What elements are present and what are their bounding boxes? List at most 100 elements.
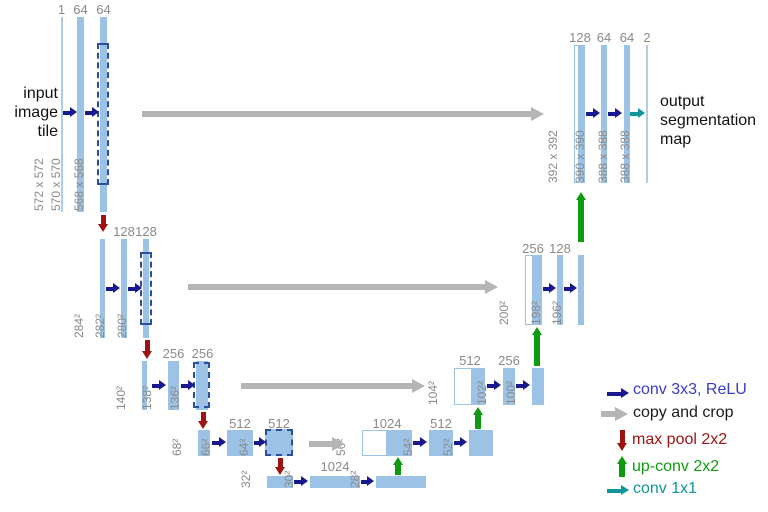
feature-map-bar bbox=[267, 476, 293, 488]
feature-map-bar bbox=[100, 239, 105, 338]
channel-count-label: 128 bbox=[135, 224, 157, 239]
channel-count-label: 128 bbox=[113, 224, 135, 239]
channel-count-label: 64 bbox=[96, 2, 111, 17]
feature-size-label: 66² bbox=[199, 438, 213, 456]
feature-size-label: 100² bbox=[504, 380, 518, 405]
feature-map-bar bbox=[557, 255, 563, 325]
conv3x3-arrow-icon bbox=[294, 476, 308, 487]
channel-count-label: 64 bbox=[619, 30, 635, 45]
feature-size-label: 390 x 390 bbox=[573, 130, 587, 183]
up-conv-arrow-icon bbox=[392, 457, 404, 475]
input-tile-line1: input bbox=[23, 85, 58, 102]
legend-item-label: copy and crop bbox=[633, 404, 734, 421]
feature-map-bar bbox=[310, 476, 360, 488]
copied-feature-box bbox=[454, 368, 472, 405]
copy-crop-arrow-icon bbox=[188, 280, 498, 294]
feature-size-label: 28² bbox=[348, 470, 362, 488]
feature-map-bar bbox=[61, 17, 63, 212]
legend-item-label: max pool 2x2 bbox=[632, 431, 728, 448]
conv3x3-arrow-icon bbox=[152, 380, 166, 391]
feature-size-label: 52² bbox=[441, 438, 455, 456]
feature-size-label: 392 x 392 bbox=[546, 130, 560, 183]
channel-count-label: 64 bbox=[73, 2, 88, 17]
channel-count-label: 1024 bbox=[320, 459, 350, 474]
feature-size-label: 284² bbox=[72, 313, 86, 338]
feature-size-label: 196² bbox=[550, 300, 564, 325]
feature-size-label: 570 x 570 bbox=[49, 158, 63, 211]
feature-map-bar bbox=[121, 239, 127, 338]
channel-count-label: 128 bbox=[549, 241, 571, 256]
legend-item-label: conv 3x3, ReLU bbox=[633, 381, 747, 398]
channel-count-label: 256 bbox=[191, 346, 214, 361]
conv3x3-arrow-icon bbox=[454, 437, 467, 448]
feature-map-bar bbox=[168, 361, 179, 410]
feature-map-bar bbox=[387, 430, 412, 456]
copied-feature-box bbox=[574, 45, 579, 183]
channel-count-label: 512 bbox=[459, 353, 481, 368]
feature-map-bar bbox=[601, 45, 607, 183]
conv3x3-arrow-icon bbox=[181, 380, 195, 391]
feature-size-label: 568 x 568 bbox=[72, 158, 86, 211]
feature-size-label: 104² bbox=[426, 380, 440, 405]
feature-size-label: 280² bbox=[115, 313, 129, 338]
copy-crop-arrow-icon bbox=[601, 407, 628, 421]
feature-size-label: 136² bbox=[168, 385, 182, 410]
up-conv-arrow-icon bbox=[575, 192, 587, 242]
copied-feature-box bbox=[525, 255, 533, 325]
feature-size-label: 138² bbox=[140, 385, 154, 410]
copy-crop-arrow-icon bbox=[142, 107, 544, 121]
conv3x3-arrow-icon bbox=[516, 380, 530, 391]
feature-map-bar bbox=[376, 476, 426, 488]
conv3x3-arrow-icon bbox=[254, 437, 266, 448]
feature-size-label: 102² bbox=[475, 380, 489, 405]
up-conv-arrow-icon bbox=[531, 327, 543, 366]
feature-map-bar bbox=[578, 255, 584, 325]
crop-region-outline bbox=[265, 429, 293, 456]
up-conv-arrow-icon bbox=[472, 407, 484, 429]
channel-count-label: 1024 bbox=[372, 416, 402, 431]
channel-count-label: 256 bbox=[498, 353, 520, 368]
channel-count-label: 1 bbox=[57, 2, 66, 17]
feature-size-label: 30² bbox=[282, 470, 296, 488]
feature-map-bar bbox=[579, 45, 585, 183]
feature-size-label: 388 x 388 bbox=[596, 130, 610, 183]
feature-map-bar bbox=[503, 368, 515, 405]
feature-map-bar bbox=[532, 368, 544, 405]
channel-count-label: 256 bbox=[522, 241, 544, 256]
max-pool-arrow-icon bbox=[274, 458, 286, 475]
conv3x3-arrow-icon bbox=[607, 388, 629, 399]
copy-crop-arrow-icon bbox=[241, 379, 425, 393]
conv1x1-arrow-icon bbox=[630, 108, 645, 119]
feature-size-label: 54² bbox=[401, 438, 415, 456]
feature-map-bar bbox=[142, 361, 147, 410]
conv3x3-arrow-icon bbox=[212, 437, 226, 448]
input-tile-label: input image tile bbox=[10, 84, 58, 141]
max-pool-arrow-icon bbox=[97, 215, 109, 232]
feature-map-bar bbox=[227, 430, 253, 456]
channel-count-label: 128 bbox=[569, 30, 591, 45]
conv3x3-arrow-icon bbox=[361, 476, 374, 487]
feature-size-label: 140² bbox=[114, 385, 128, 410]
feature-map-bar bbox=[429, 430, 453, 456]
conv3x3-arrow-icon bbox=[608, 108, 622, 119]
max-pool-arrow-icon bbox=[197, 412, 209, 429]
output-map-line1: output bbox=[660, 93, 705, 110]
feature-size-label: 64² bbox=[237, 438, 251, 456]
feature-size-label: 572 x 572 bbox=[32, 158, 46, 211]
max-pool-arrow-icon bbox=[616, 430, 628, 451]
feature-size-label: 282² bbox=[93, 313, 107, 338]
feature-size-label: 198² bbox=[529, 300, 543, 325]
feature-map-bar bbox=[469, 430, 493, 456]
feature-map-bar bbox=[196, 361, 208, 410]
input-tile-line2: image bbox=[14, 104, 58, 121]
output-map-line2: segmentation bbox=[660, 112, 757, 129]
feature-map-bar bbox=[472, 368, 485, 405]
channel-count-label: 512 bbox=[229, 416, 251, 431]
feature-size-label: 32² bbox=[239, 470, 253, 488]
conv3x3-arrow-icon bbox=[63, 107, 77, 118]
channel-count-label: 512 bbox=[430, 416, 452, 431]
crop-region-outline bbox=[193, 362, 210, 408]
feature-size-label: 388 x 388 bbox=[618, 130, 632, 183]
legend-item-label: up-conv 2x2 bbox=[632, 458, 720, 475]
